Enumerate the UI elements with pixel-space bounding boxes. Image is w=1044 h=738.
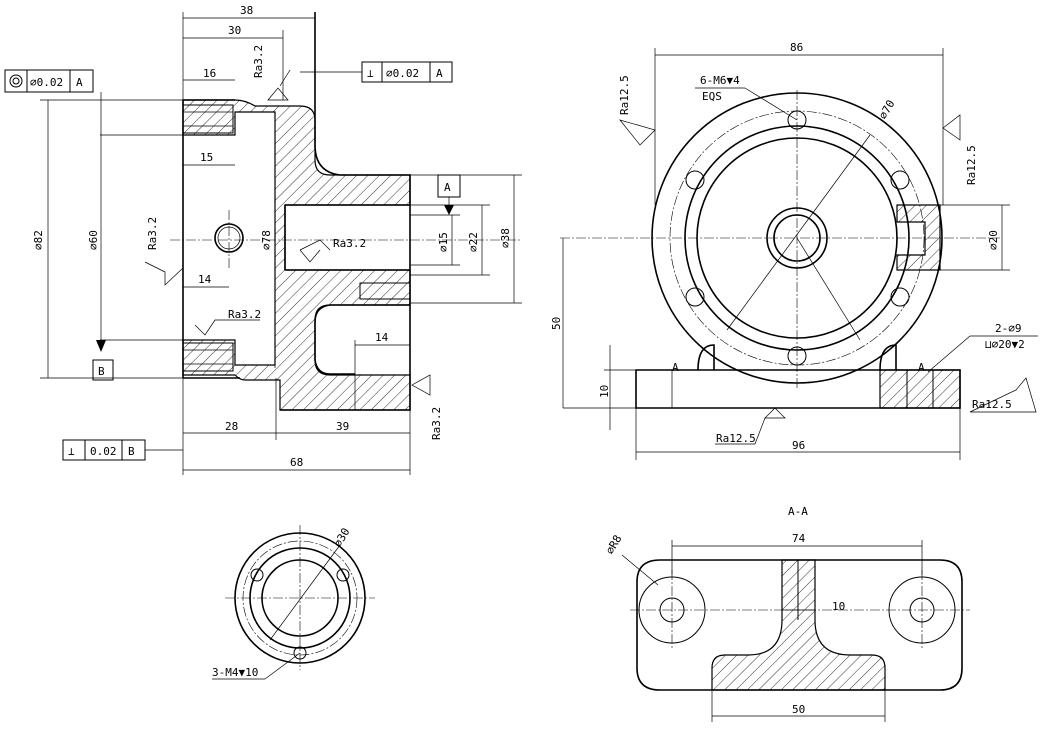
dim-38: 38 [240, 4, 253, 17]
thread-sub: EQS [702, 90, 722, 103]
hole-sub: ⊔⌀20▼2 [985, 338, 1025, 351]
bolt-hole [685, 287, 705, 307]
dim-phi38: ⌀38 [499, 228, 512, 248]
bolt-hole [890, 287, 910, 307]
dim-phi78: ⌀78 [260, 230, 273, 250]
ra-mid: Ra3.2 [228, 308, 261, 321]
datum-a: A [444, 181, 451, 194]
ra-side-base: Ra12.5 [972, 398, 1012, 411]
dim-50-side: 50 [550, 317, 563, 330]
threaded-hole-bottom [182, 342, 234, 372]
ra-side-right: Ra12.5 [965, 145, 978, 185]
ra-left: Ra3.2 [146, 217, 159, 250]
datum-b: B [98, 365, 105, 378]
dim-28: 28 [225, 420, 238, 433]
dim-phi22: ⌀22 [467, 232, 480, 252]
section-outline [636, 559, 963, 691]
gdt-perp-top-symbol: ⊥ [367, 67, 374, 80]
gdt-perp-top-value: ⌀0.02 [386, 67, 419, 80]
flange-phi30: ⌀30 [331, 526, 352, 550]
flange-hole [336, 568, 350, 582]
section-phi28: ⌀R8 [603, 533, 624, 557]
dim-phi20: ⌀20 [987, 230, 1000, 250]
section-aa-view: A-A 74 ⌀R8 10 50 [603, 505, 970, 722]
threaded-hole-right [359, 282, 411, 300]
ra-bore: Ra3.2 [333, 237, 366, 250]
dim-30: 30 [228, 24, 241, 37]
section-dim-10: 10 [832, 600, 845, 613]
dim-phi82: ⌀82 [32, 230, 45, 250]
flange-view: ⌀30 3-M4▼10 [212, 525, 375, 680]
dim-86: 86 [790, 41, 803, 54]
dim-96: 96 [792, 439, 805, 452]
dim-39: 39 [336, 420, 349, 433]
dim-14b: 14 [375, 331, 389, 344]
dim-phi70: ⌀70 [876, 98, 897, 122]
ra-side-bottom: Ra12.5 [716, 432, 756, 445]
hole-note: 2-⌀9 [995, 322, 1022, 335]
thread-note: 6-M6▼4 [700, 74, 740, 87]
dim-14a: 14 [198, 273, 212, 286]
bolt-hole [685, 170, 705, 190]
dim-10-side: 10 [598, 385, 611, 398]
gdt-concentric-value: ⌀0.02 [30, 76, 63, 89]
gdt-concentric-datum: A [76, 76, 83, 89]
bolt-hole [890, 170, 910, 190]
ra-side-left: Ra12.5 [618, 75, 631, 115]
section-dim-74: 74 [792, 532, 806, 545]
flange-hole [250, 568, 264, 582]
section-dim-50: 50 [792, 703, 805, 716]
gdt-perp-bottom-value: 0.02 [90, 445, 117, 458]
dim-15: 15 [200, 151, 213, 164]
front-outline [182, 99, 240, 379]
gdt-perp-top-datum: A [436, 67, 443, 80]
front-body-section [182, 99, 411, 411]
dim-16: 16 [203, 67, 216, 80]
side-view: 86 6-M6▼4 EQS ⌀70 Ra12.5 Ra12.5 ⌀20 50 1… [550, 41, 1038, 460]
gdt-perp-bottom-datum: B [128, 445, 135, 458]
dim-phi60: ⌀60 [87, 230, 100, 250]
front-section-view: 38 30 16 15 14 Ra3.2 ⊥ ⌀0.02 A ⌀0.02 A [4, 4, 522, 475]
flange-thread-note: 3-M4▼10 [212, 666, 258, 679]
section-mark-right: A [918, 361, 925, 374]
gdt-perp-bottom-symbol: ⊥ [68, 445, 75, 458]
ra-top: Ra3.2 [252, 45, 265, 78]
side-port [896, 204, 941, 271]
dim-phi15: ⌀15 [437, 232, 450, 252]
section-mark-left: A [672, 361, 679, 374]
section-title: A-A [788, 505, 808, 518]
ra-right: Ra3.2 [430, 407, 443, 440]
dim-68: 68 [290, 456, 303, 469]
threaded-hole-top [182, 104, 234, 134]
